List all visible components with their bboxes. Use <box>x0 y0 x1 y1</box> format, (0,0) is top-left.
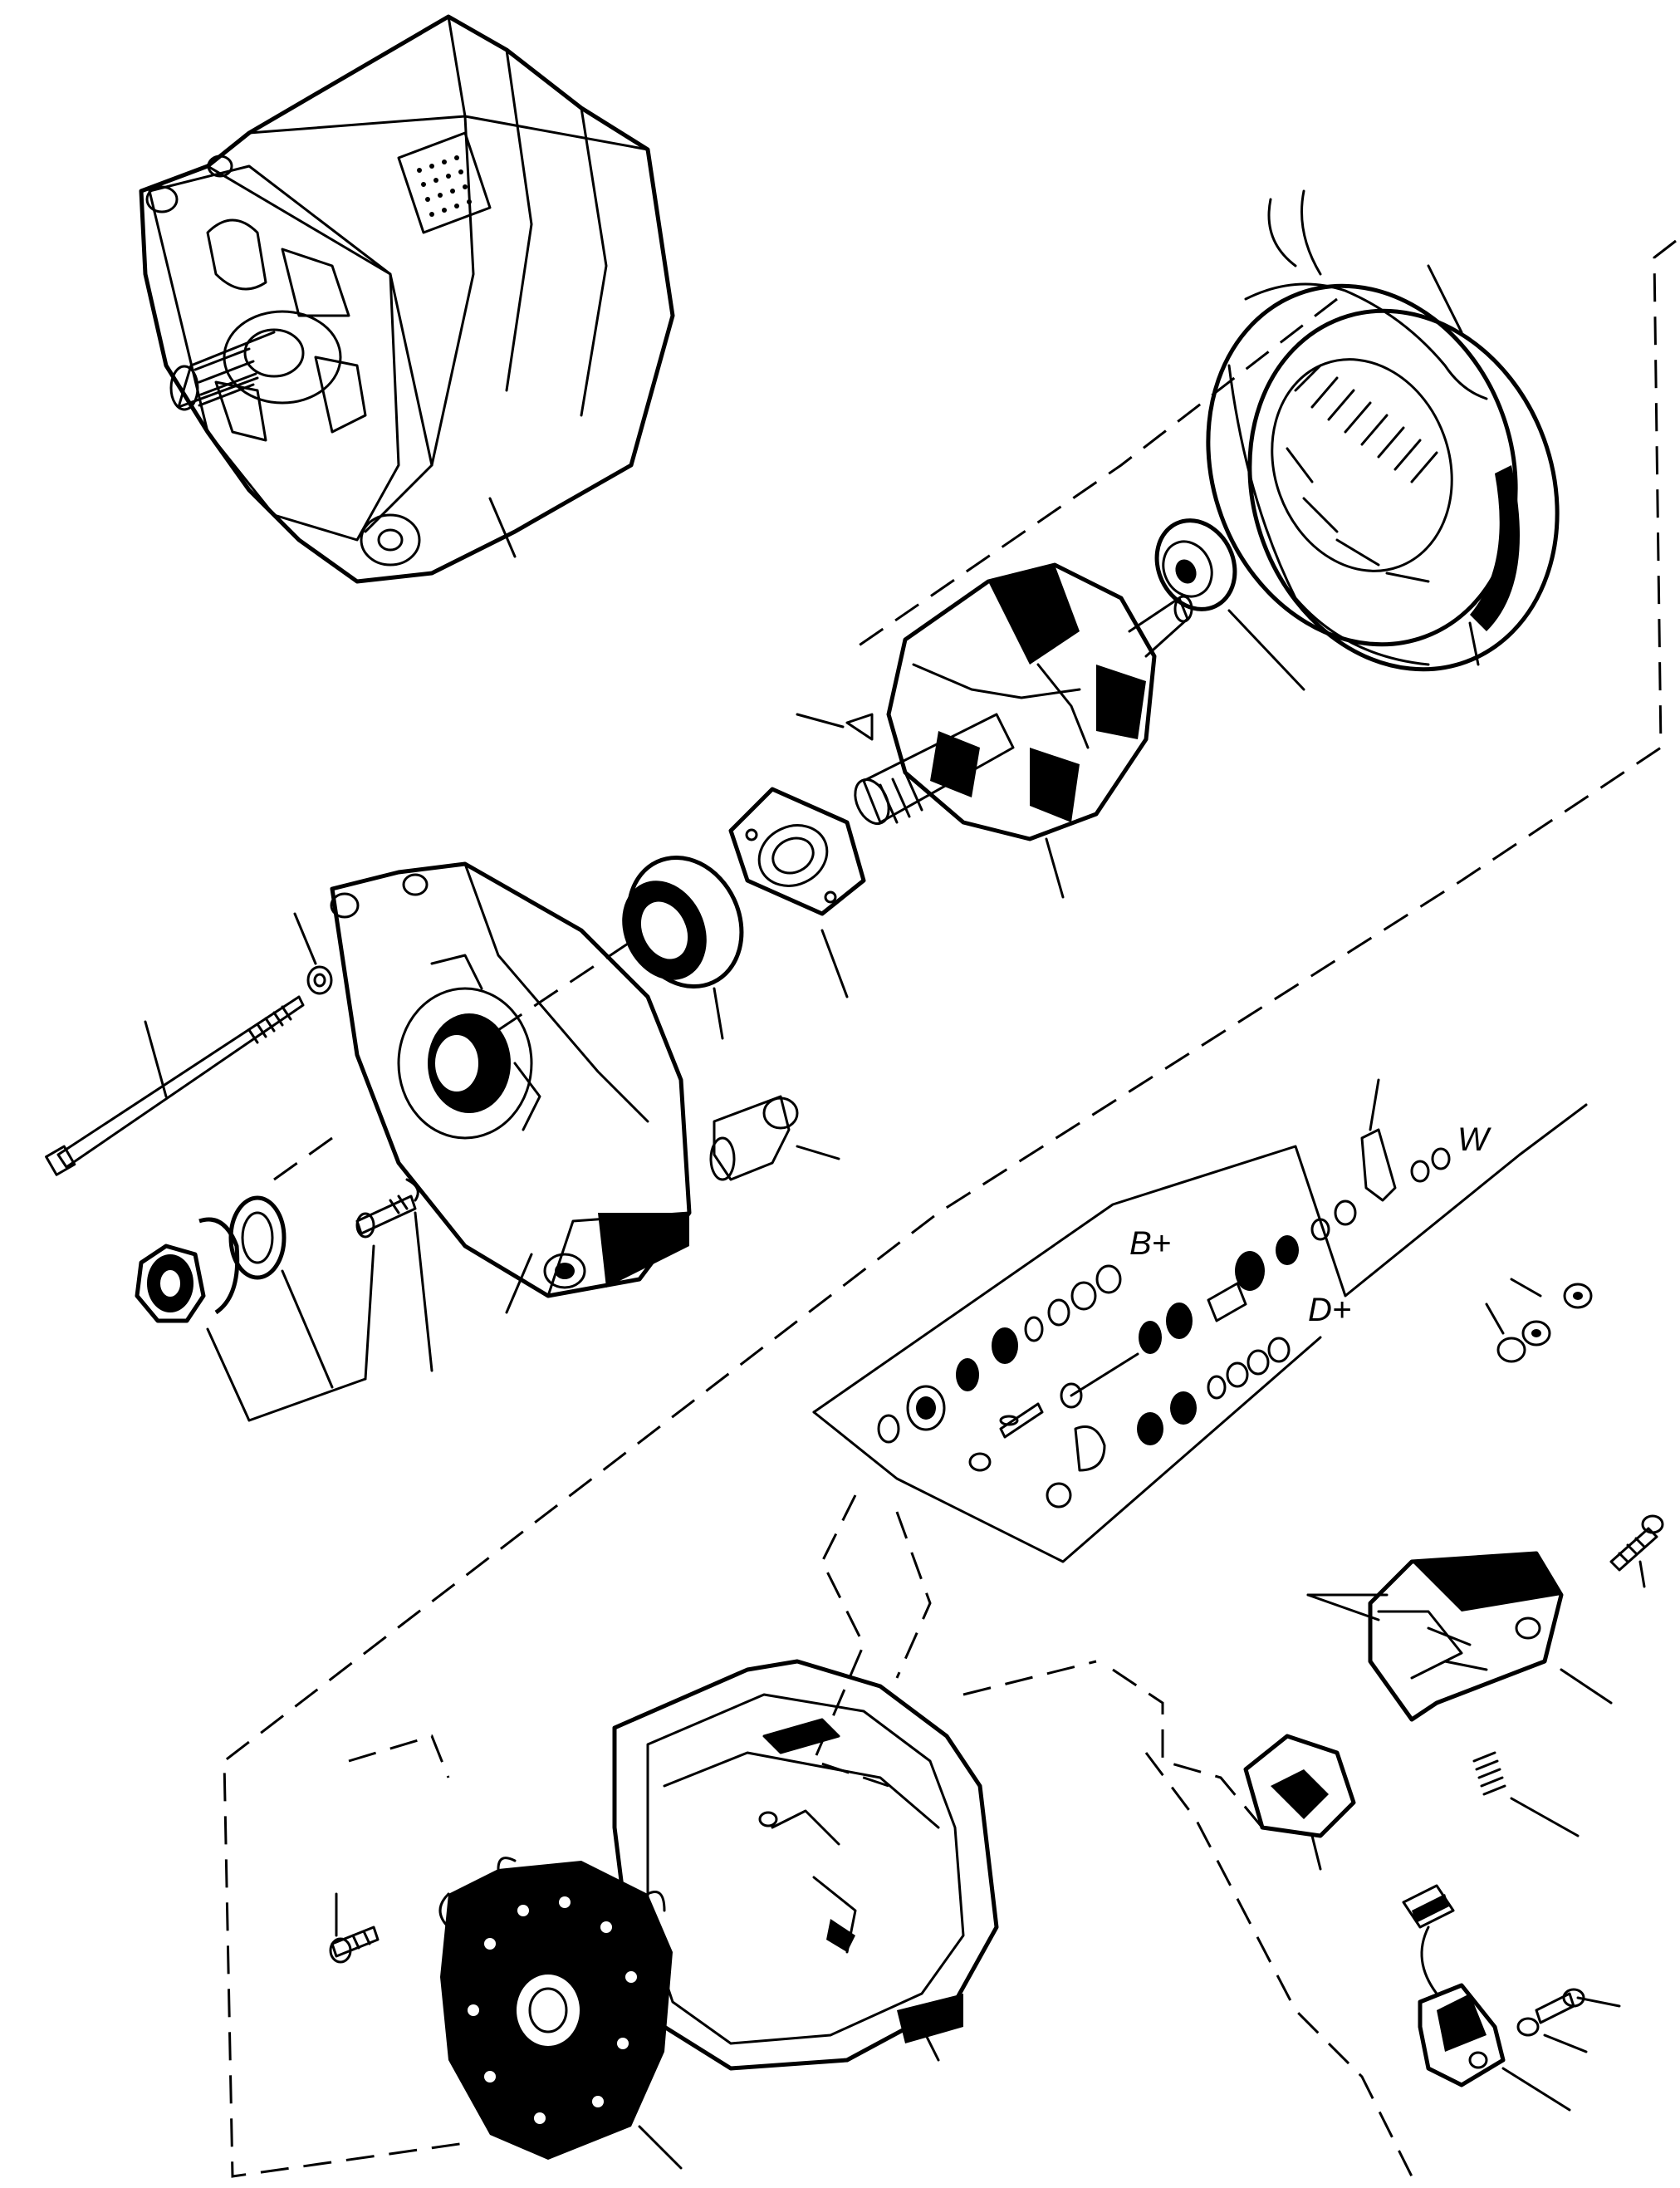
connector-lead <box>1402 1884 1621 2112</box>
drive-end-shield <box>330 861 692 1314</box>
brush-spring <box>1472 1751 1580 1837</box>
terminal-hardware-group: B+ D+ W <box>812 1078 1588 1563</box>
rectifier-bridge <box>329 1857 683 2170</box>
stator-winding <box>1206 189 1560 672</box>
brush-holder-clip <box>1243 1734 1356 1871</box>
pulley-nut-and-washers <box>135 1178 433 1422</box>
alternator-housing-assembly <box>139 14 675 584</box>
terminal-nuts <box>1485 1278 1593 1363</box>
rear-bearing <box>1154 518 1305 691</box>
rotor-assembly <box>796 562 1193 899</box>
bearing-retainer-plate <box>728 787 866 998</box>
spacer-sleeve <box>709 1095 840 1181</box>
front-bearing <box>622 855 744 1040</box>
terminal-label-w: W <box>1457 1121 1491 1158</box>
through-bolt <box>45 912 333 1176</box>
voltage-regulator <box>1306 1514 1664 1722</box>
terminal-label-d-plus: D+ <box>1308 1292 1351 1328</box>
assembly-guide-lines <box>223 239 1677 2178</box>
slip-ring-end-shield <box>612 1659 999 2071</box>
terminal-label-b-plus: B+ <box>1129 1225 1171 1262</box>
